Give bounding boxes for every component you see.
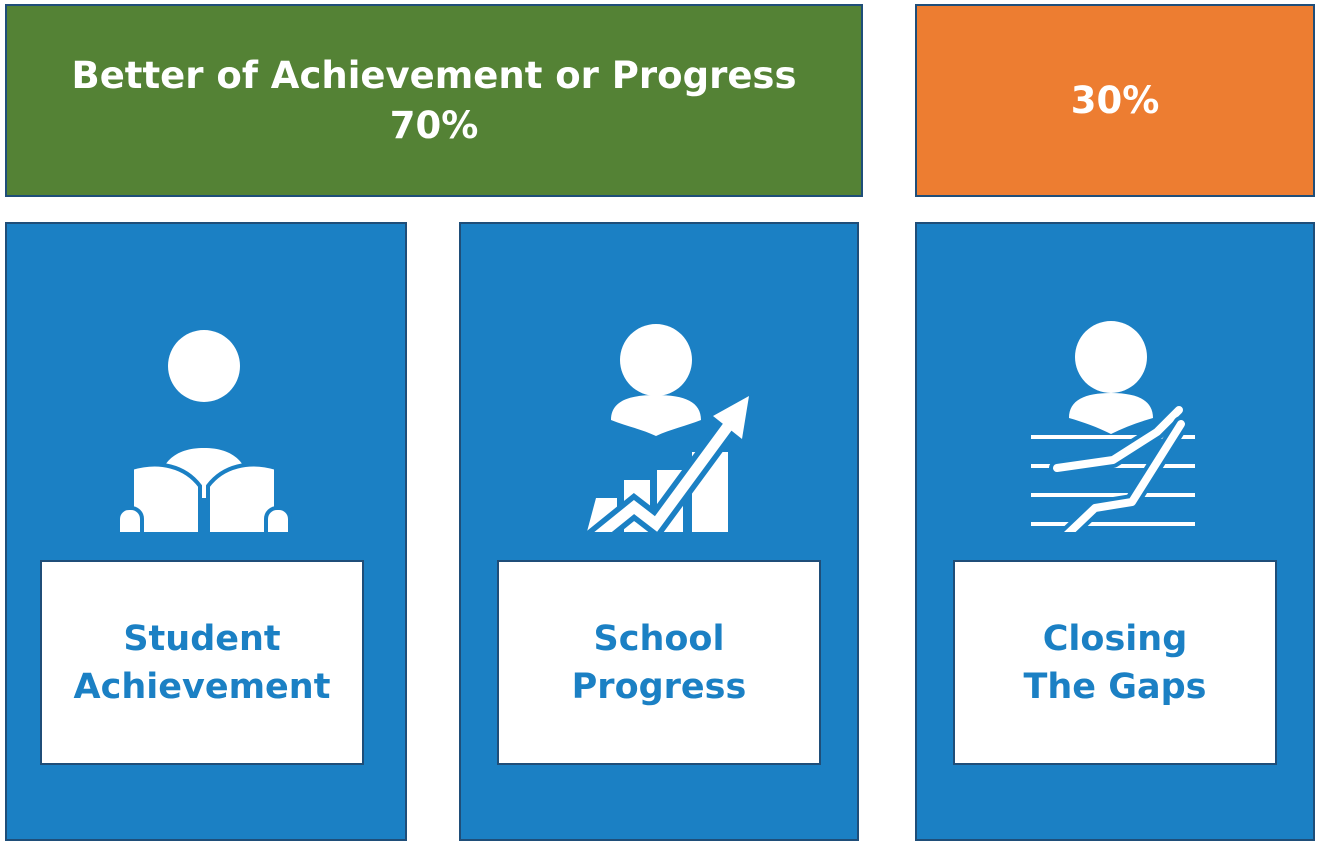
student-reading-icon: [7, 302, 405, 532]
student-achievement-label: Student Achievement: [40, 560, 364, 765]
achievement-progress-percent: 70%: [389, 103, 479, 147]
student-achievement-panel: Student Achievement: [5, 222, 407, 841]
student-growth-chart-icon: [461, 302, 857, 532]
closing-gaps-label-line1: Closing: [1042, 618, 1188, 659]
achievement-progress-title: Better of Achievement or Progress: [71, 53, 797, 97]
closing-gaps-label: Closing The Gaps: [953, 560, 1277, 765]
student-achievement-label-line2: Achievement: [73, 666, 331, 707]
closing-gaps-weight-box: 30%: [915, 4, 1315, 197]
achievement-progress-weight-box: Better of Achievement or Progress 70%: [5, 4, 863, 197]
school-progress-label: School Progress: [497, 560, 821, 765]
school-progress-panel: School Progress: [459, 222, 859, 841]
closing-gaps-panel: Closing The Gaps: [915, 222, 1315, 841]
school-progress-label-line1: School: [593, 618, 725, 659]
school-progress-label-line2: Progress: [571, 666, 747, 707]
student-closing-gaps-icon: [917, 302, 1313, 532]
closing-gaps-percent: 30%: [1070, 78, 1160, 122]
closing-gaps-label-line2: The Gaps: [1023, 666, 1207, 707]
student-achievement-label-line1: Student: [123, 618, 281, 659]
